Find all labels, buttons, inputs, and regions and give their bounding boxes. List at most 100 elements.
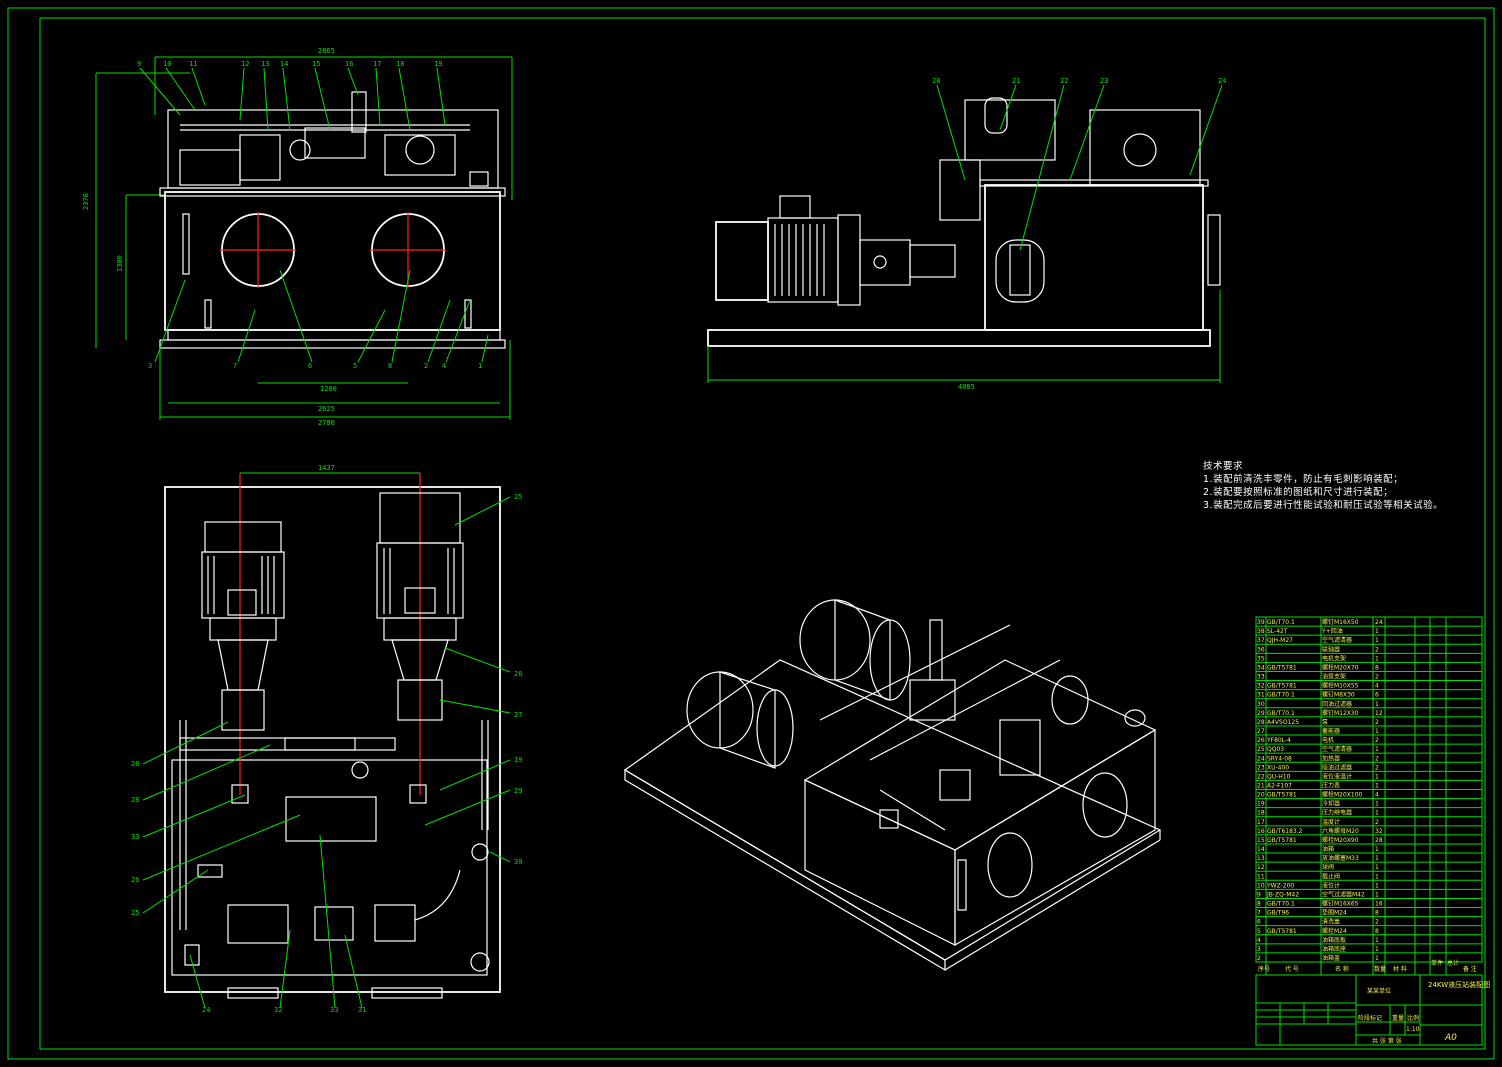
plan-valve-block <box>285 796 377 842</box>
parts-cell-no: 22 <box>1257 773 1265 780</box>
parts-cell-no: 6 <box>1257 919 1261 926</box>
parts-cell-name: 油箱底板 <box>1322 936 1346 944</box>
parts-cell-qty: 1 <box>1375 746 1379 753</box>
svg-text:总计: 总计 <box>1447 959 1459 967</box>
parts-cell-no: 17 <box>1257 819 1265 826</box>
parts-cell-qty: 1 <box>1375 810 1379 817</box>
parts-cell-name: 螺栓M24 <box>1322 927 1347 935</box>
parts-cell-no: 32 <box>1257 683 1265 690</box>
parts-cell-code: GB/T5781 <box>1267 664 1297 671</box>
svg-text:23: 23 <box>1100 77 1108 85</box>
svg-text:32: 32 <box>274 1006 282 1014</box>
parts-cell-name: 压力表 <box>1322 782 1340 790</box>
parts-cell-name: 螺钉M8X30 <box>1322 691 1355 699</box>
svg-text:26: 26 <box>131 876 139 884</box>
parts-cell-no: 15 <box>1257 837 1265 844</box>
dim-motor-spacing: 1437 <box>318 464 335 472</box>
parts-cell-no: 24 <box>1257 755 1265 762</box>
parts-cell-name: 清洗盖 <box>1322 918 1340 926</box>
parts-cell-name: 油泵支架 <box>1322 673 1346 681</box>
svg-text:20: 20 <box>932 77 940 85</box>
parts-cell-qty: 1 <box>1375 891 1379 898</box>
parts-cell-no: 35 <box>1257 655 1265 662</box>
parts-cell-code: YWZ-200 <box>1266 882 1294 889</box>
svg-text:7: 7 <box>233 362 237 370</box>
parts-cell-code: JB-ZQ-M42 <box>1266 891 1299 898</box>
tank-body <box>164 191 501 331</box>
parts-cell-qty: 1 <box>1375 773 1379 780</box>
outer-border <box>7 7 1495 1060</box>
parts-cell-qty: 1 <box>1375 873 1379 880</box>
parts-cell-no: 3 <box>1257 946 1261 953</box>
svg-text:1: 1 <box>478 362 482 370</box>
svg-text:30: 30 <box>514 858 522 866</box>
parts-cell-name: 空气滤清器 <box>1322 636 1352 644</box>
parts-cell-name: 六角螺母M20 <box>1322 827 1359 835</box>
parts-cell-name: 液位计 <box>1322 881 1340 889</box>
parts-cell-code: GB/T96 <box>1267 910 1289 917</box>
parts-cell-name: 温度计 <box>1322 818 1340 826</box>
svg-text:15: 15 <box>312 60 320 68</box>
svg-text:材 料: 材 料 <box>1393 965 1407 973</box>
parts-cell-qty: 6 <box>1375 692 1379 699</box>
stage-label: 阶段标记 <box>1358 1014 1382 1022</box>
dim-overall-width: 2780 <box>318 419 335 427</box>
scale-value: 1:10 <box>1406 1026 1420 1033</box>
parts-cell-name: 螺钉M16X65 <box>1322 900 1359 908</box>
svg-text:16: 16 <box>345 60 353 68</box>
svg-text:单件: 单件 <box>1431 959 1443 967</box>
svg-text:代 号: 代 号 <box>1285 965 1299 973</box>
parts-cell-name: 吸油过滤器 <box>1322 763 1352 771</box>
parts-cell-qty: 1 <box>1375 946 1379 953</box>
tech-req-item-1: 1.装配前清洗丰零件，防止有毛刺影响装配； <box>1203 474 1404 485</box>
parts-cell-qty: 1 <box>1375 955 1379 962</box>
svg-text:5: 5 <box>353 362 357 370</box>
svg-text:12: 12 <box>241 60 249 68</box>
svg-text:14: 14 <box>280 60 288 68</box>
svg-text:2: 2 <box>424 362 428 370</box>
side-view: 4085 20 21 22 23 24 <box>707 77 1226 391</box>
parts-cell-code: GB/T70.1 <box>1267 710 1295 717</box>
parts-cell-qty: 1 <box>1375 855 1379 862</box>
svg-text:27: 27 <box>514 711 522 719</box>
parts-cell-name: 压力继电器 <box>1322 809 1352 817</box>
parts-cell-code: QQ03 <box>1267 746 1284 753</box>
svg-text:序号: 序号 <box>1258 965 1270 973</box>
parts-cell-no: 27 <box>1257 728 1265 735</box>
parts-cell-name: 蓄能器 <box>1322 727 1340 735</box>
iso-cover-2 <box>1082 772 1128 838</box>
svg-text:21: 21 <box>1012 77 1020 85</box>
svg-text:25: 25 <box>131 909 139 917</box>
parts-cell-qty: 2 <box>1375 755 1379 762</box>
parts-cell-name: 螺栓M20X90 <box>1322 836 1359 844</box>
parts-cell-qty: 1 <box>1375 637 1379 644</box>
parts-cell-name: 联轴器 <box>1322 645 1340 653</box>
parts-cell-qty: 2 <box>1375 737 1379 744</box>
parts-cell-name: 放油螺塞M33 <box>1322 854 1359 862</box>
svg-text:24: 24 <box>1218 77 1226 85</box>
parts-cell-code: QJH-M27 <box>1267 637 1293 644</box>
plan-motor-left-cap <box>204 521 282 553</box>
parts-cell-no: 21 <box>1257 783 1265 790</box>
svg-text:19: 19 <box>434 60 442 68</box>
svg-text:19: 19 <box>514 756 522 764</box>
scale-label: 比例 <box>1407 1014 1419 1022</box>
sheet-size: A0 <box>1444 1033 1457 1043</box>
parts-cell-code: GB/T5781 <box>1267 792 1297 799</box>
parts-cell-no: 12 <box>1257 864 1265 871</box>
parts-cell-no: 33 <box>1257 674 1265 681</box>
svg-text:8: 8 <box>388 362 392 370</box>
